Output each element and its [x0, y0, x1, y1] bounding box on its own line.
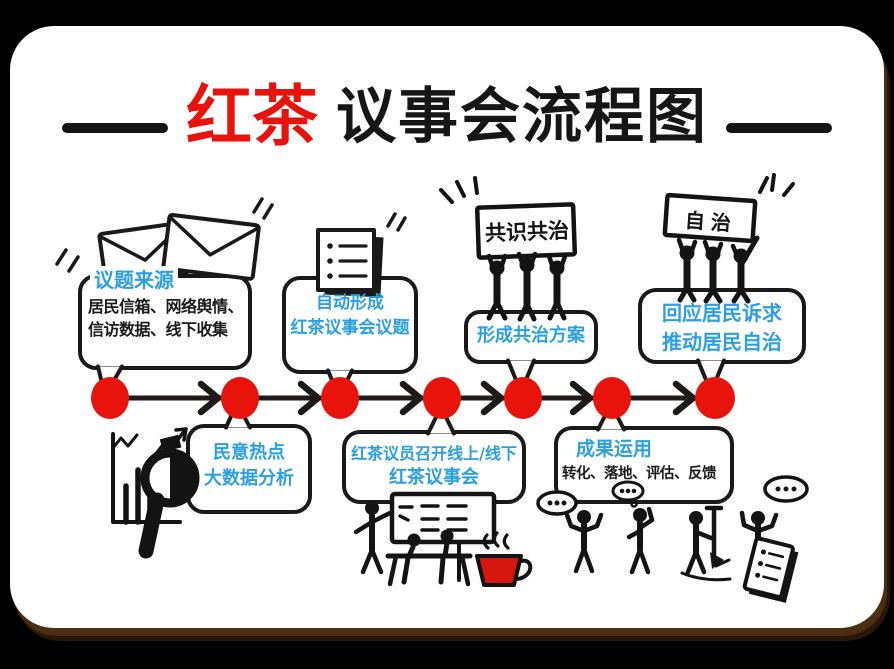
bubble-respond-line-1: 回应居民诉求 — [662, 301, 782, 325]
steam — [482, 531, 510, 550]
checklist-icon — [316, 212, 407, 298]
bubble-topic-source-line-1: 居民信箱、网络舆情、 — [88, 297, 244, 316]
bubble-topic-source: 议题来源 居民信箱、网络舆情、 信访数据、线下收集 — [82, 266, 248, 341]
tick-marks-left — [55, 248, 80, 273]
title-red-part: 红茶 — [186, 78, 318, 155]
magnifier-handle — [138, 492, 165, 559]
discussion-icon — [536, 475, 809, 603]
bubble-topic-source-heading: 议题来源 — [90, 266, 178, 295]
shovel — [704, 505, 724, 559]
tick-marks — [386, 212, 407, 232]
presentation-board — [389, 491, 497, 545]
timeline-dot-5 — [504, 377, 542, 419]
bubble-results-line-1: 转化、落地、评估、反馈 — [562, 465, 717, 482]
bubble-results: 成果运用 转化、落地、评估、反馈 — [562, 436, 726, 485]
title-left-dash — [62, 123, 168, 133]
bubble-meeting: 红茶议员召开线上/线下 红茶议事会 — [346, 442, 522, 491]
consensus-sign-holders-icon — [439, 176, 578, 322]
bubble-auto-form-line-1: 自动形成 — [316, 293, 384, 313]
emphasis-marks — [439, 176, 479, 204]
teacup-icon — [475, 531, 533, 587]
autonomy-sign-holders-icon — [662, 173, 795, 304]
timeline-dot-2 — [221, 377, 259, 419]
data-analysis-icon — [111, 427, 200, 559]
trend-arrowhead — [174, 427, 188, 442]
bubble-gov-plan-line-1: 形成共治方案 — [477, 325, 585, 346]
poster-title: 红茶 议事会流程图 — [0, 84, 894, 150]
bubble-meeting-shape — [342, 405, 526, 504]
bubble-auto-form-line-2: 红茶议事会议题 — [290, 317, 410, 338]
bubble-gov-plan-shape — [464, 310, 598, 394]
title-black-part: 议事会流程图 — [336, 82, 708, 152]
bubble-meeting-line-2: 红茶议事会 — [389, 467, 479, 489]
bubble-hotspot-line-1: 民意热点 — [213, 442, 285, 463]
timeline-dot-3 — [321, 377, 359, 419]
title-right-dash — [726, 123, 832, 133]
timeline-arrowheads — [197, 380, 697, 416]
timeline — [91, 377, 735, 419]
meeting-icon — [353, 491, 533, 587]
autonomy-sign-label: 自治 — [684, 208, 738, 236]
bubble-meeting-line-1: 红茶议员召开线上/线下 — [351, 444, 517, 463]
bubble-respond-line-2: 推动居民自治 — [662, 330, 782, 354]
timeline-dot-1 — [91, 377, 129, 419]
emphasis-marks — [758, 173, 795, 197]
autonomy-sign-board — [662, 192, 758, 244]
bubble-results-heading: 成果运用 — [576, 438, 653, 460]
timeline-dots — [91, 377, 735, 419]
bubble-topic-source-line-2: 信访数据、线下收集 — [88, 320, 228, 340]
tick-marks-right — [252, 197, 274, 220]
consensus-sign-board — [474, 202, 578, 260]
bubble-respond: 回应居民诉求 推动居民自治 — [644, 299, 800, 357]
bubble-hotspot: 民意热点 大数据分析 — [190, 440, 308, 492]
bubble-auto-form: 自动形成 红茶议事会议题 — [286, 291, 414, 340]
bubble-hotspot-line-2: 大数据分析 — [204, 468, 294, 490]
timeline-dot-7 — [695, 377, 735, 419]
timeline-dot-6 — [593, 377, 631, 419]
document-icon — [742, 536, 799, 603]
bubble-gov-plan: 形成共治方案 — [468, 323, 594, 349]
timeline-dot-4 — [423, 377, 461, 419]
consensus-sign-label: 共识共治 — [484, 218, 570, 246]
